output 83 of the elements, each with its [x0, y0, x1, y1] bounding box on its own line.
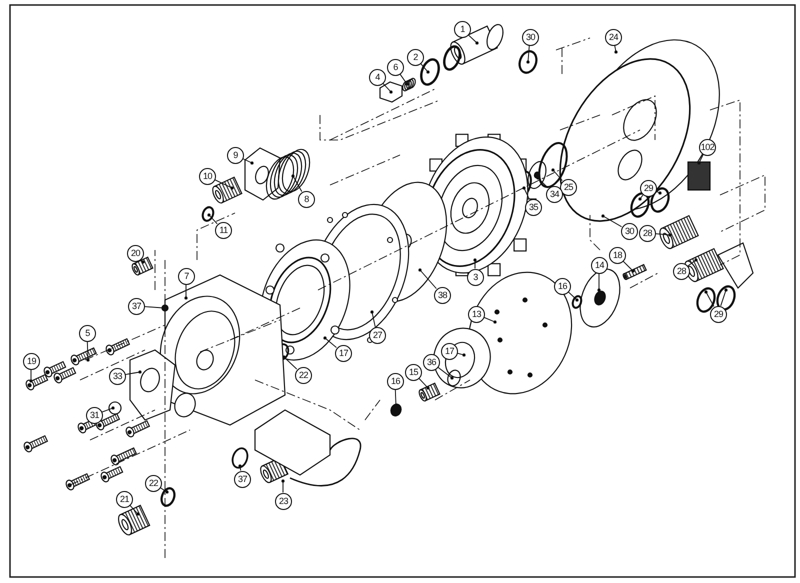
callout-number: 35 [525, 199, 542, 216]
leader-line [655, 190, 662, 195]
callout-number: 14 [591, 257, 608, 274]
leader-line [551, 168, 563, 182]
callout-number: 15 [405, 364, 422, 381]
leader-line [160, 487, 169, 494]
callout-number: 22 [295, 367, 312, 384]
leader-line [238, 464, 242, 472]
leader-line [536, 176, 548, 188]
leader-line [597, 273, 601, 292]
callout-number: 21 [116, 491, 133, 508]
leader-line [418, 268, 437, 290]
callout-number: 37 [128, 298, 145, 315]
callout-number: 24 [605, 29, 622, 46]
callout-number: 3 [467, 269, 484, 286]
leader-line [323, 336, 337, 348]
callout-number: 1 [454, 21, 471, 38]
callout-number: 4 [369, 69, 386, 86]
leader-line [468, 34, 479, 45]
callout-number: 36 [423, 354, 440, 371]
callout-number: 16 [554, 278, 571, 295]
leader-line [129, 504, 140, 516]
leader-line [622, 260, 635, 273]
leader-line [207, 213, 218, 224]
leader-line [282, 355, 298, 370]
leader-line [614, 44, 618, 54]
leader-line [526, 45, 530, 64]
leader-line [102, 406, 115, 412]
callout-number: 37 [234, 471, 251, 488]
callout-number: 7 [178, 268, 195, 285]
callout-number: 2 [407, 49, 424, 66]
callout-number: 38 [434, 287, 451, 304]
leader-line [456, 352, 466, 357]
leader-line [291, 174, 302, 192]
leader-line [418, 378, 430, 390]
leader-line [140, 258, 145, 264]
leader-line [420, 62, 430, 74]
callout-number: 6 [387, 59, 404, 76]
callout-number: 27 [369, 327, 386, 344]
callout-number: 34 [546, 186, 563, 203]
leader-line [687, 258, 698, 266]
leader-line [86, 341, 90, 362]
leader-line [522, 186, 530, 200]
leader-line [382, 82, 393, 94]
callout-number: 22 [145, 475, 162, 492]
leader-line [483, 316, 497, 324]
leader-line [370, 310, 376, 328]
leader-line [124, 370, 142, 375]
leader-line [473, 258, 477, 269]
leader-line [655, 233, 672, 237]
callout-number: 23 [275, 493, 292, 510]
callout-number: 31 [86, 407, 103, 424]
callout-number: 11 [215, 222, 232, 239]
callout-number: 18 [609, 247, 626, 264]
leader-line [437, 366, 454, 380]
leader-line [184, 284, 188, 300]
callout-number: 19 [23, 353, 40, 370]
callout-number: 20 [127, 245, 144, 262]
leader-line [638, 194, 644, 201]
leader-line [29, 369, 33, 383]
leader-line [214, 179, 234, 190]
callout-number: 102 [699, 139, 716, 156]
leader-line [704, 290, 714, 307]
callout-number: 29 [710, 306, 727, 323]
leader-line [242, 158, 254, 165]
leader-line [568, 291, 579, 302]
callout-number: 17 [335, 345, 352, 362]
leader-line [697, 154, 704, 165]
callout-number: 28 [639, 225, 656, 242]
callout-number: 33 [109, 368, 126, 385]
callout-number: 28 [673, 263, 690, 280]
leader-line [281, 479, 285, 493]
leader-line [399, 74, 409, 86]
callout-number: 30 [621, 223, 638, 240]
leader-line [601, 214, 622, 228]
callout-number: 30 [522, 29, 539, 46]
callout-number: 10 [199, 168, 216, 185]
leader-line [720, 288, 728, 306]
callout-number: 5 [79, 325, 96, 342]
callout-number: 8 [298, 191, 315, 208]
callout-number: 9 [227, 147, 244, 164]
callout-number: 16 [387, 373, 404, 390]
callout-number: 13 [468, 306, 485, 323]
